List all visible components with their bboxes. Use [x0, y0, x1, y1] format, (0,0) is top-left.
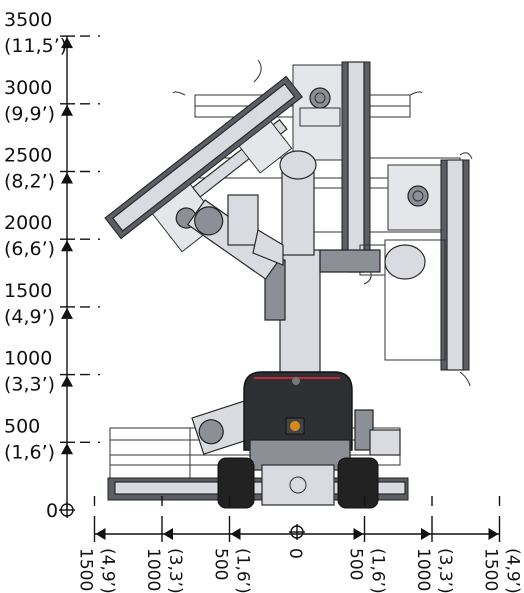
vertical-arrow: [61, 307, 73, 319]
boom: [186, 150, 381, 381]
horizontal-tick-ft: (4,9’): [503, 548, 523, 593]
horizontal-arrow: [163, 528, 173, 540]
horizontal-tick-mm: 1000: [413, 548, 433, 591]
vertical-arrow: [61, 375, 73, 387]
horizontal-tick-label: 1500(4,9’): [481, 548, 523, 593]
horizontal-arrow: [488, 528, 499, 540]
vertical-tick-mm: 1500: [4, 280, 52, 302]
center-marker: [289, 524, 305, 540]
vertical-tick-ft: (4,9’): [4, 306, 55, 328]
horizontal-tick-mm: 500: [211, 548, 231, 580]
vertical-tick-mm: 500: [4, 415, 40, 437]
vertical-tick-mm: 3000: [4, 77, 52, 99]
horizontal-arrow: [353, 528, 364, 540]
horizontal-tick-label: 1000(3,3’): [413, 548, 455, 593]
horizontal-ticks: 1500(4,9’)1000(3,3’)500(1,6’)500(1,6’)10…: [76, 496, 523, 593]
center-label: 0: [285, 548, 305, 559]
vertical-tick-mm: 2000: [4, 212, 52, 234]
horizontal-tick-mm: 1500: [76, 548, 96, 591]
horizontal-tick-ft: (3,3’): [165, 548, 185, 593]
vertical-arrow: [61, 37, 73, 49]
vertical-arrow: [61, 104, 73, 116]
tool-vertical-right: [359, 152, 473, 387]
vertical-tick-mm: 1000: [4, 348, 52, 370]
vertical-tick-ft: (6,6’): [4, 238, 55, 260]
horizontal-tick-label: 1500(4,9’): [76, 548, 118, 593]
vertical-ticks: 3500 (11,5’) 3000 (9,9’) 2500 (8,2’) 2000 (6,6’…: [4, 9, 100, 463]
horizontal-tick-mm: 500: [346, 548, 366, 580]
horizontal-tick-label: 500(1,6’): [346, 548, 388, 593]
vertical-tick-mm: 2500: [4, 145, 52, 167]
horizontal-tick-ft: (3,3’): [435, 548, 455, 593]
tool-vertical-upper: [253, 59, 372, 285]
machine-drawing: [104, 59, 473, 509]
origin-label: 0: [46, 500, 58, 522]
tool-tilted: [104, 75, 303, 253]
horizontal-tick-mm: 1500: [481, 548, 501, 591]
vertical-tick-ft: (1,6’): [4, 441, 55, 463]
horizontal-arrow: [421, 528, 431, 540]
vertical-tick-ft: (9,9’): [4, 103, 55, 125]
horizontal-axis: 1500(4,9’)1000(3,3’)500(1,6’)500(1,6’)10…: [76, 496, 523, 593]
vertical-arrow: [61, 172, 73, 184]
vertical-tick-mm: 3500: [4, 9, 52, 31]
origin-marker: 0: [46, 500, 75, 522]
horizontal-tick-label: 500(1,6’): [211, 548, 253, 593]
vertical-arrow: [61, 443, 73, 455]
horizontal-arrow: [230, 528, 241, 540]
vertical-tick-ft: (3,3’): [4, 374, 55, 396]
center-label-text: 0: [285, 548, 305, 559]
horizontal-tick-mm: 1000: [143, 548, 163, 591]
horizontal-tick-ft: (4,9’): [98, 548, 118, 593]
vertical-arrow: [61, 240, 73, 252]
horizontal-arrow: [95, 528, 106, 540]
horizontal-tick-ft: (1,6’): [368, 548, 388, 593]
horizontal-tick-label: 1000(3,3’): [143, 548, 185, 593]
chassis: [217, 371, 401, 509]
vertical-tick-ft: (8,2’): [4, 171, 55, 193]
vertical-axis: 3500 (11,5’) 3000 (9,9’) 2500 (8,2’) 2000 (6,6’…: [4, 9, 100, 522]
vertical-tick-ft: (11,5’): [4, 35, 67, 57]
horizontal-tick-ft: (1,6’): [233, 548, 253, 593]
